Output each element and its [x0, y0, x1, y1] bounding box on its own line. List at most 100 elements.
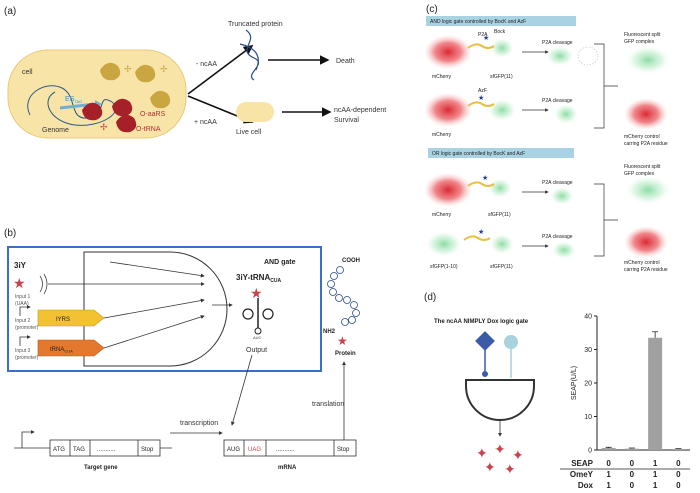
table-cell: 1	[653, 459, 658, 468]
input-2-sub: (promoter)	[15, 325, 39, 331]
bar	[671, 448, 686, 450]
target-gene-promoter	[21, 430, 35, 448]
cooh-label: COOH	[342, 258, 360, 264]
protein-label: Protein	[335, 351, 356, 357]
svg-text:✢: ✢	[100, 122, 108, 132]
svg-text:✦: ✦	[512, 447, 524, 463]
panel-d: (d) The ncAA NIMPLY Dox logic gate ✦✦✦ ✦…	[424, 292, 690, 490]
mcherry-blob-2	[424, 93, 472, 127]
seap-stars-icon: ✦✦✦ ✦✦	[476, 441, 524, 477]
bar	[624, 448, 639, 450]
sfgfp110-label-2: sfGFP(1-10)	[430, 264, 458, 270]
y-axis-label: SEAP(U/L)	[571, 366, 578, 400]
sfgfp11-label-2: sfGFP(11)	[488, 212, 511, 218]
iyrs-label: IYRS	[56, 317, 70, 323]
p2a-cleavage-label-3: P2A cleavage	[542, 180, 573, 186]
trna-star-icon: ★	[250, 285, 263, 301]
o-trna-label: O-tRNA	[136, 126, 161, 133]
transcription-label: transcription	[180, 420, 218, 427]
azf-label: AzF	[478, 88, 487, 94]
minus-ncaa-label: - ncAA	[196, 61, 217, 68]
sfgfp11-label-3: sfGFP(11)	[490, 264, 513, 270]
fluor-label-2: GFP complex	[624, 39, 655, 45]
sfgfp11-label-1: sfGFP(11)	[490, 74, 513, 80]
mcherry-blob-3	[424, 173, 472, 207]
p2a-cleavage-label-1: P2A cleavage	[542, 40, 573, 46]
and-gate-shape	[83, 251, 228, 367]
trna-gene	[37, 339, 105, 357]
table-cell: 0	[630, 459, 635, 468]
svg-text:★: ★	[478, 94, 484, 102]
panel-d-label: (d)	[424, 292, 436, 303]
p2a-label-1: P2A	[478, 32, 488, 38]
mcherry-control-blob-2	[624, 226, 668, 258]
fluor-complex-blob-2	[626, 176, 670, 204]
protein-star-icon: ★	[337, 334, 348, 348]
table-cell: 0	[676, 470, 681, 479]
y-tick-label: 30	[584, 347, 592, 354]
red-aars-group: ✢	[82, 98, 137, 133]
plus-ncaa-label: + ncAA	[194, 119, 217, 126]
and-logic-title: AND logic gate controlled by BocK and Az…	[430, 19, 526, 25]
truncated-protein-label: Truncated protein	[228, 21, 283, 28]
table-cell: 0	[606, 459, 611, 468]
trna-gene-label: tRNACUA	[50, 347, 73, 354]
and-gate-box	[7, 246, 322, 372]
genome-dna	[27, 85, 117, 126]
fluor-label-4: GFP complex	[624, 171, 655, 177]
bar	[601, 447, 616, 450]
y-tick-label: 0	[588, 448, 592, 455]
table-row-label: SEAP	[571, 459, 593, 468]
svg-text:...........: ...........	[97, 447, 116, 453]
nh2-label: NH2	[323, 329, 336, 335]
mcherry-label-1: mCherry	[432, 74, 452, 80]
svg-text:✦: ✦	[476, 445, 488, 461]
table-cell: 0	[676, 481, 681, 490]
nimply-gate-shape	[465, 379, 535, 421]
panel-b-label: (b)	[4, 228, 16, 239]
y-tick-label: 20	[584, 381, 592, 388]
and-title-box	[426, 16, 576, 26]
y-tick-label: 10	[584, 414, 592, 421]
live-cell-icon	[236, 102, 274, 122]
table-row-label: Dox	[578, 481, 594, 490]
svg-text:★: ★	[483, 34, 489, 42]
svg-text:AUG: AUG	[227, 447, 240, 453]
death-label: Death	[336, 58, 355, 65]
svg-text:✦: ✦	[494, 441, 506, 457]
or-title-box	[428, 148, 574, 158]
and-gate-label: AND gate	[264, 259, 296, 266]
protein-chain-icon	[327, 266, 360, 326]
bar	[648, 337, 663, 450]
or-logic-title: OR logic gate controlled by BocK and AzF	[432, 151, 525, 157]
svg-text:✢: ✢	[124, 64, 132, 74]
table-cell: 1	[606, 470, 611, 479]
svg-text:UAG: UAG	[248, 447, 261, 453]
table-cell: 0	[630, 481, 635, 490]
table-cell: 1	[653, 481, 658, 490]
trna-output-title: 3iY-tRNACUA	[236, 273, 281, 284]
mcherry-label-3: mCherry	[432, 212, 452, 218]
sfgfp110-blob-2	[426, 231, 462, 257]
fluor-complex-blob-1	[626, 46, 670, 74]
target-gene-box: ATG TAG ........... Stop	[49, 439, 161, 457]
input-1-star-icon: ★	[13, 275, 26, 291]
mcherry-label-2: mCherry	[432, 132, 452, 138]
svg-text:★: ★	[482, 174, 488, 182]
yellow-aars-group: ✢ ✢	[100, 62, 171, 109]
bock-label: Bock	[494, 29, 506, 35]
survival-label-1: ncAA-dependent	[334, 107, 386, 114]
table-row-label: OmeY	[570, 470, 594, 479]
table-cell: 1	[606, 481, 611, 490]
sfgfp110-blob-1	[488, 99, 516, 121]
panel-b: (b) AND gate 3iY ★ Input 1 (UAA) Input 2…	[4, 228, 360, 471]
table-cell: 0	[676, 459, 681, 468]
cell-label: cell	[22, 69, 33, 76]
svg-text:✦: ✦	[484, 459, 496, 475]
error-bar	[652, 331, 659, 338]
trna-cloverleaf-icon	[242, 298, 274, 335]
mcherry-control-blob-1	[624, 98, 668, 130]
mcherry-blob-1	[424, 35, 472, 69]
